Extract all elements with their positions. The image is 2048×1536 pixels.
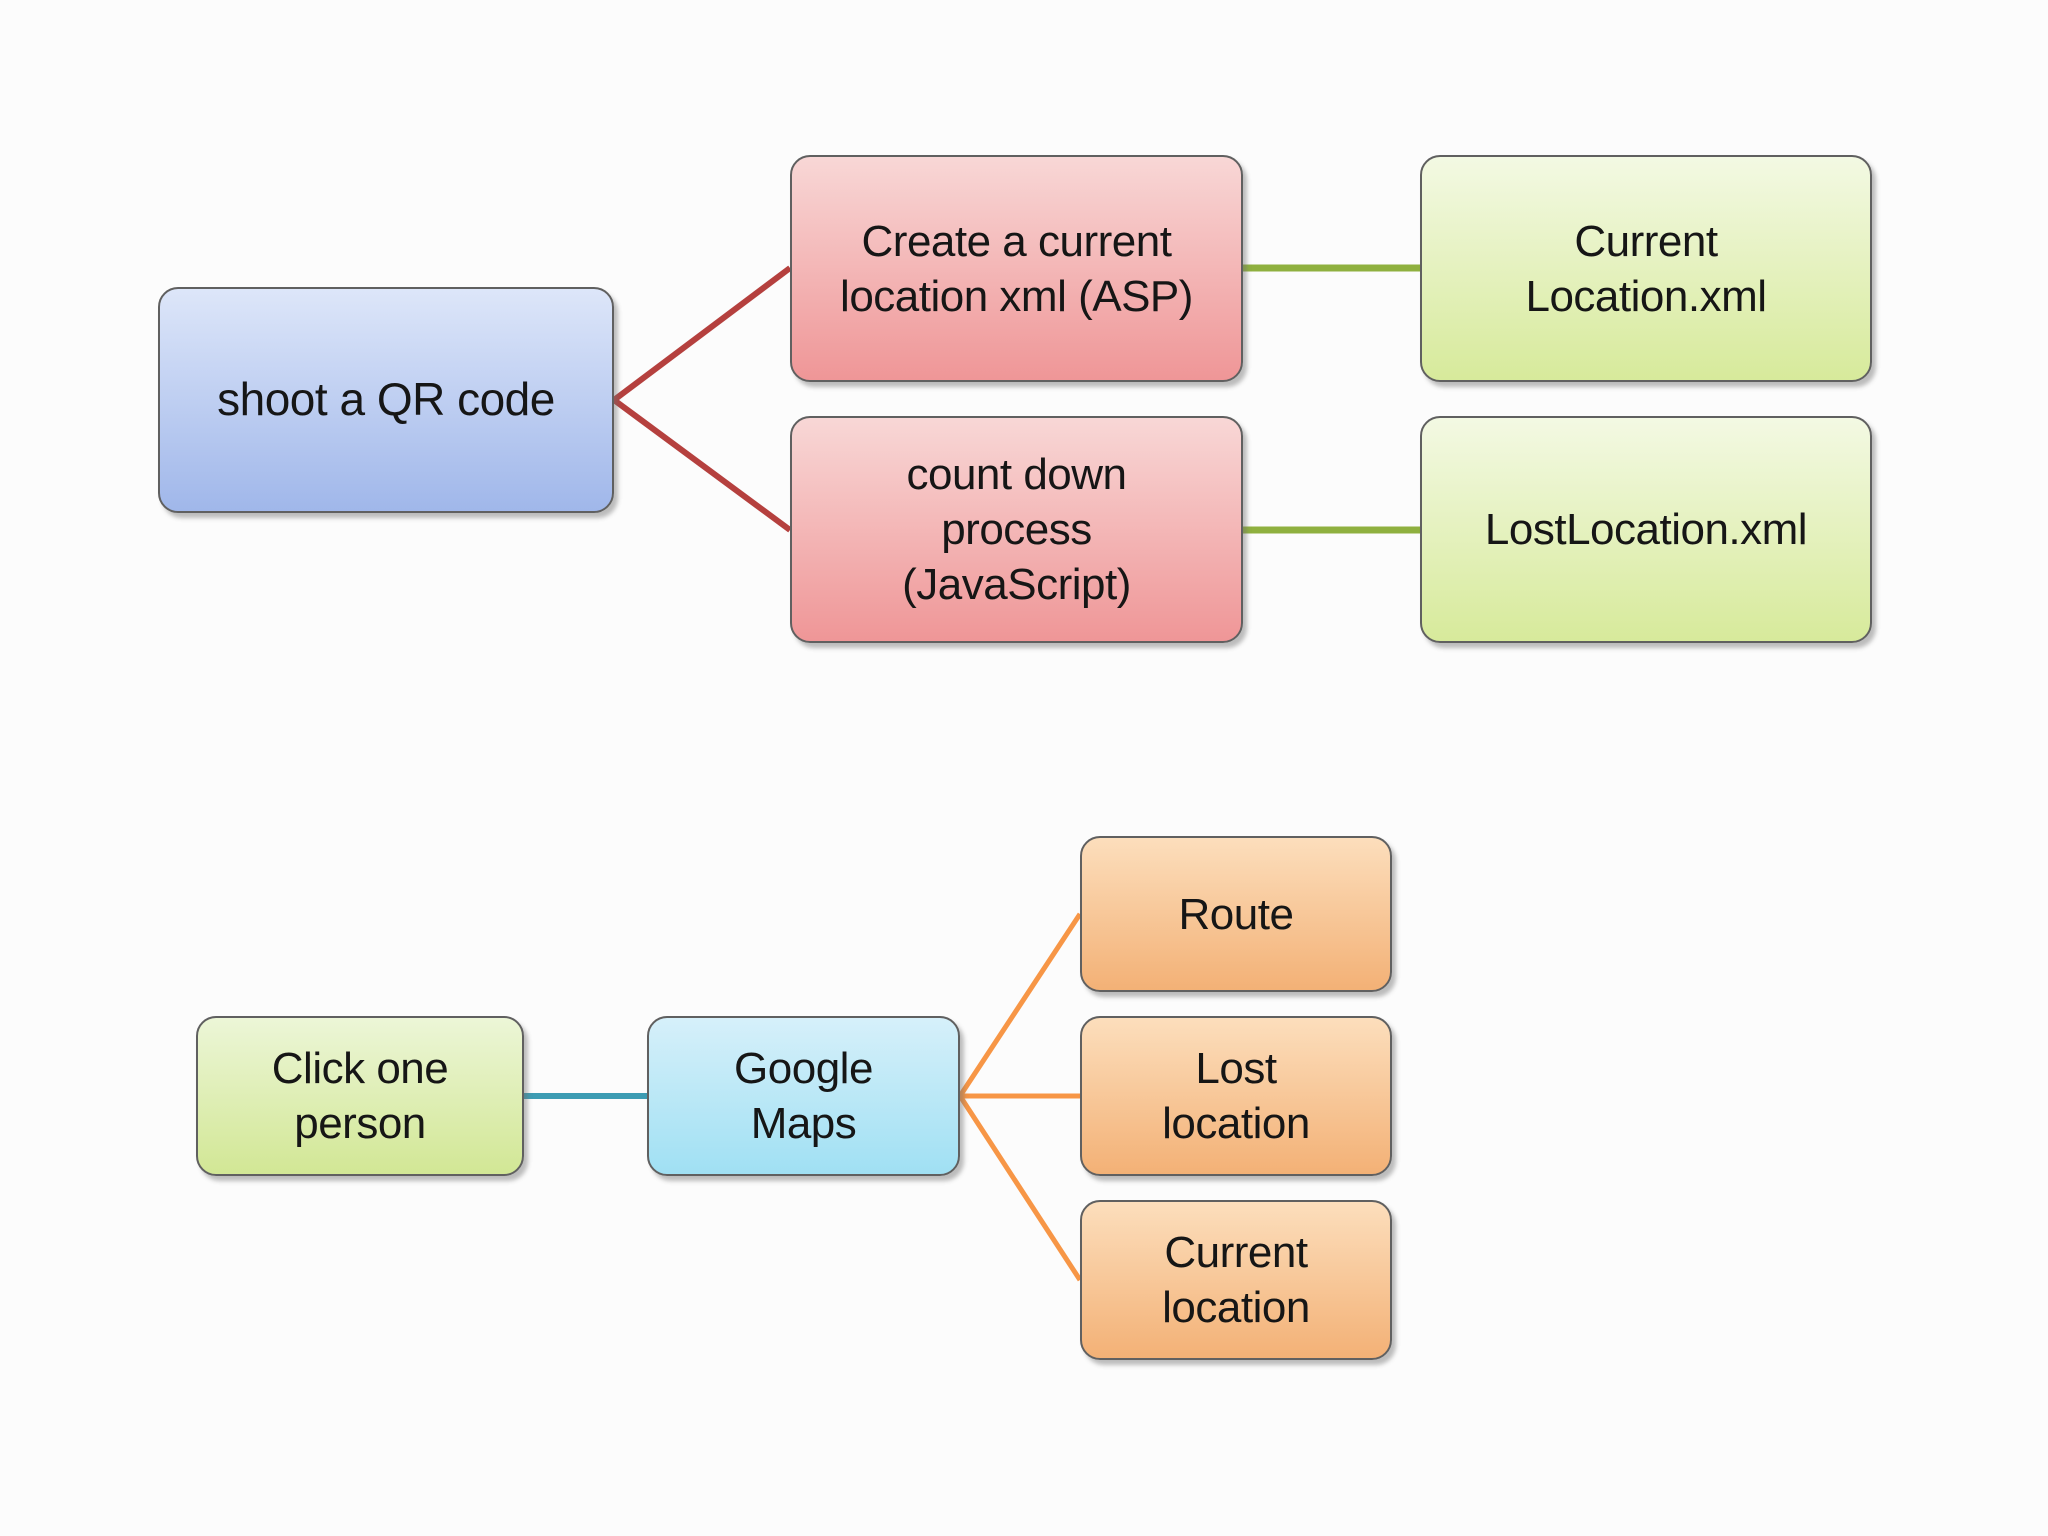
node-lost-location: Lost location (1080, 1016, 1392, 1176)
node-label: Current location (1162, 1228, 1310, 1332)
node-label: Lost location (1162, 1044, 1310, 1148)
node-label: count down process (JavaScript) (902, 450, 1131, 609)
node-label: Create a current location xml (ASP) (840, 216, 1193, 321)
edge-qr-to-count-down (612, 397, 792, 533)
node-label: Route (1178, 889, 1294, 939)
node-count-down-process: count down process (JavaScript) (790, 416, 1243, 643)
edge-google-maps-to-current (957, 1094, 1083, 1282)
node-click-one-person: Click one person (196, 1016, 524, 1176)
node-current-location: Current location (1080, 1200, 1392, 1360)
node-route: Route (1080, 836, 1392, 992)
edge-google-maps-to-route (957, 912, 1083, 1098)
node-lost-location-xml-file: LostLocation.xml (1420, 416, 1872, 643)
node-label: Click one person (271, 1044, 449, 1148)
node-shoot-a-qr-code: shoot a QR code (158, 287, 614, 513)
edge-qr-to-create-xml (612, 265, 792, 403)
node-current-location-xml-file: Current Location.xml (1420, 155, 1872, 382)
node-google-maps: Google Maps (647, 1016, 960, 1176)
node-create-current-location-xml: Create a current location xml (ASP) (790, 155, 1243, 382)
node-label: Google Maps (734, 1044, 873, 1148)
node-label: shoot a QR code (217, 373, 555, 426)
node-label: Current Location.xml (1525, 216, 1767, 321)
node-label: LostLocation.xml (1484, 505, 1808, 554)
